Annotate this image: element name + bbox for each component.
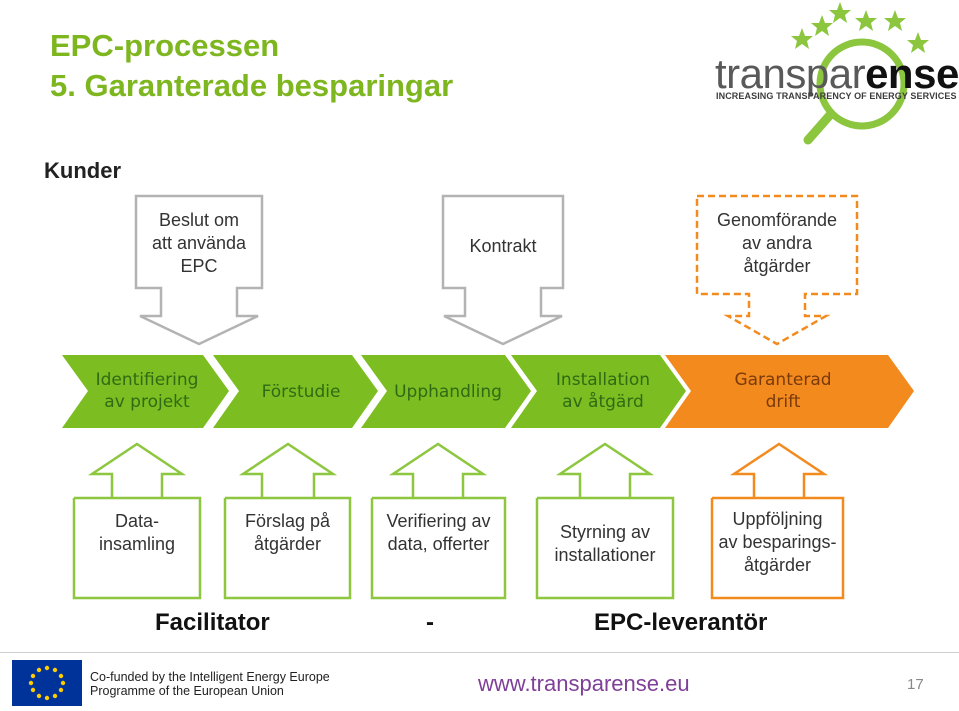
bottom-box-label-verifiering: Verifiering av data, offerter: [386, 511, 491, 554]
website-link[interactable]: www.transparense.eu: [478, 671, 690, 696]
step-label-garanterad: Garanterad drift: [734, 370, 832, 412]
page-title: EPC-processen 5. Garanterade besparingar: [50, 26, 453, 106]
top-box-label-kontrakt: Kontrakt: [469, 236, 537, 256]
magnifier-ring: [816, 38, 908, 130]
cofund-text: Co-funded by the Intelligent Energy Euro…: [90, 670, 330, 698]
top-box-label-beslut: Beslut om att använda EPC: [151, 210, 247, 276]
step-chevron-upphandling: [361, 355, 531, 428]
step-label-installation: Installation av åtgärd: [555, 370, 651, 412]
magnifier-handle: [803, 110, 835, 145]
logo-stars: [791, 2, 929, 53]
callout-styrning: [535, 442, 675, 600]
callout-beslut: [134, 194, 264, 346]
logo-name-plain: transpar: [715, 50, 866, 97]
process-steps: [62, 355, 914, 428]
callout-uppfoljning: [710, 442, 845, 600]
footer-divider: [0, 652, 959, 653]
callout-genomforande: [695, 194, 859, 346]
title-line-1: EPC-processen: [50, 28, 280, 63]
transparense-logo: [791, 2, 929, 145]
bottom-box-label-uppfoljning: Uppföljning av besparings- åtgärder: [718, 509, 837, 575]
eu-flag-icon: [12, 660, 82, 706]
bottom-box-label-datainsamling: Data- insamling: [98, 511, 176, 554]
top-box-label-genomforande: Genomförande av andra åtgärder: [716, 210, 838, 276]
bottom-box-label-forslag: Förslag på åtgärder: [244, 511, 331, 554]
callout-forslag: [223, 442, 352, 600]
title-line-2: 5. Garanterade besparingar: [50, 68, 454, 103]
step-label-forstudie: Förstudie: [261, 382, 341, 402]
step-chevron-forstudie: [213, 355, 378, 428]
role-label-epc-leverantor: EPC-leverantör: [594, 609, 768, 636]
page-number: 17: [907, 676, 924, 693]
logo-tagline: INCREASING TRANSPARENCY OF ENERGY SERVIC…: [716, 91, 959, 101]
logo-name-bold: ense: [865, 50, 959, 97]
callout-verifiering: [370, 442, 507, 600]
step-chevron-garanterad: [665, 355, 914, 428]
step-label-identifiering: Identifiering av projekt: [95, 370, 199, 412]
bottom-box-label-styrning: Styrning av installationer: [554, 522, 656, 565]
logo-wordmark: transparense: [715, 50, 959, 98]
step-chevron-identifiering: [62, 355, 229, 428]
callout-kontrakt: [441, 194, 565, 346]
step-label-upphandling: Upphandling: [394, 382, 502, 402]
role-label-separator: -: [426, 609, 434, 636]
role-label-facilitator: Facilitator: [155, 609, 270, 636]
step-chevron-installation: [511, 355, 686, 428]
kunder-label: Kunder: [44, 158, 121, 183]
callout-datainsamling: [72, 442, 202, 600]
